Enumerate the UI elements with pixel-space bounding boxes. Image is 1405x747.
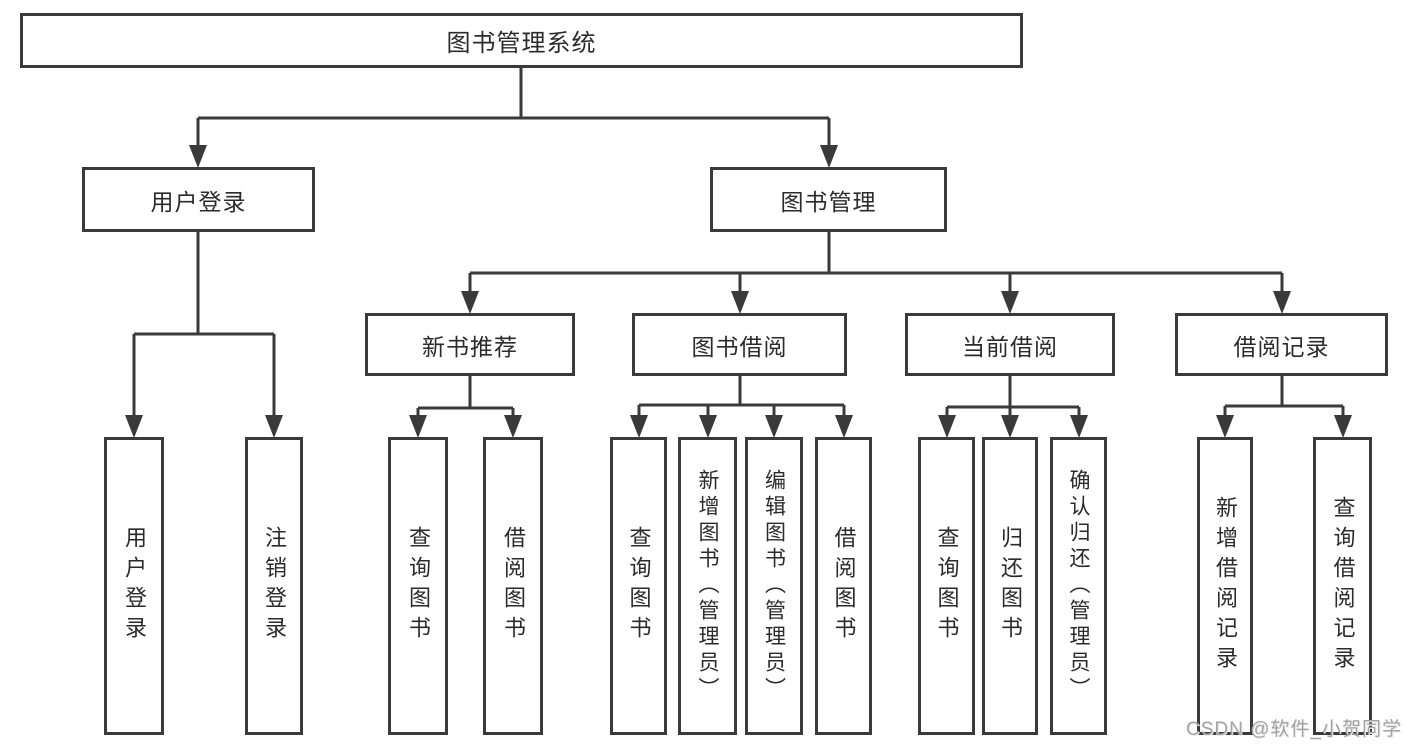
node-new-book-recommendation: 新书推荐: [365, 313, 575, 376]
leaf-user-login: 用户登录: [104, 437, 164, 735]
node-user-login: 用户登录: [82, 167, 315, 232]
node-book-management: 图书管理: [710, 167, 947, 232]
leaf-query-books-current: 查询图书: [918, 437, 975, 735]
leaf-add-books-admin: 新增图书（管理员）: [678, 437, 737, 735]
leaf-query-books-borrow: 查询图书: [610, 437, 667, 735]
leaf-borrow-books: 借阅图书: [815, 437, 872, 735]
csdn-watermark: CSDN @软件_小贺同学: [1186, 719, 1402, 740]
leaf-borrow-books-recommend: 借阅图书: [483, 437, 543, 735]
node-current-borrowing: 当前借阅: [905, 313, 1115, 376]
node-borrowing-records: 借阅记录: [1175, 313, 1388, 376]
node-library-management-system: 图书管理系统: [20, 13, 1023, 68]
leaf-logout: 注销登录: [245, 437, 303, 735]
node-book-borrowing: 图书借阅: [632, 313, 847, 376]
leaf-query-books-recommend: 查询图书: [388, 437, 448, 735]
leaf-return-books: 归还图书: [982, 437, 1038, 735]
leaf-add-borrow-record: 新增借阅记录: [1197, 437, 1253, 735]
leaf-query-borrow-record: 查询借阅记录: [1313, 437, 1372, 735]
leaf-confirm-return-admin: 确认归还（管理员）: [1050, 437, 1107, 735]
leaf-edit-books-admin: 编辑图书（管理员）: [745, 437, 803, 735]
